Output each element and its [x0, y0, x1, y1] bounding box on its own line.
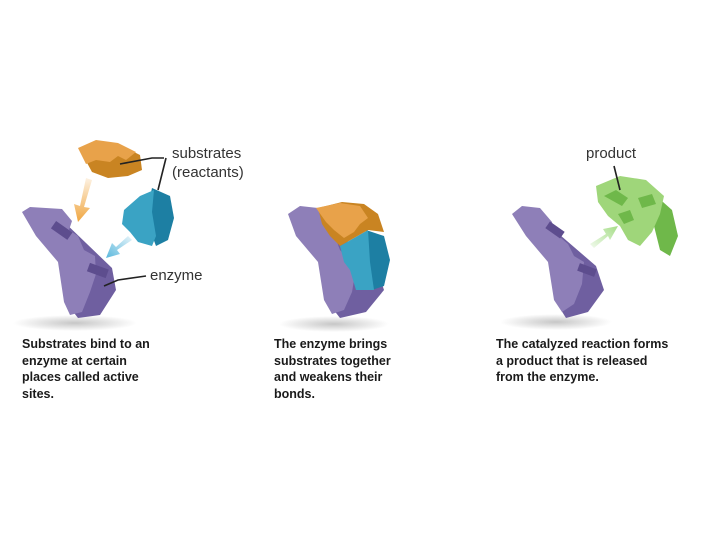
caption-step-3-line: from the enzyme.	[496, 370, 599, 384]
arrow-green-3	[590, 226, 618, 248]
label-reactants: (reactants)	[172, 164, 244, 181]
callout-product: product	[586, 145, 637, 191]
caption-step-1-line: Substrates bind to an	[22, 337, 150, 351]
arrow-blue-1	[106, 236, 132, 258]
caption-step-2: The enzyme brings substrates together an…	[274, 336, 484, 402]
caption-step-1-line: enzyme at certain	[22, 353, 127, 368]
caption-step-1-line: places called active	[22, 370, 139, 384]
shadow-3	[500, 314, 612, 330]
panel-3: product	[500, 145, 678, 330]
substrate-orange-1	[78, 140, 142, 178]
caption-step-2-line: bonds.	[274, 386, 315, 401]
caption-step-2-line: The enzyme brings	[274, 337, 388, 351]
caption-step-3-line: a product that is released	[496, 353, 648, 368]
substrate-blue-1	[122, 188, 174, 246]
caption-step-3: The catalyzed reaction forms a product t…	[496, 336, 711, 386]
caption-step-2-line: substrates together	[274, 353, 391, 368]
product-shape-3	[596, 176, 678, 256]
enzyme-shape-3	[512, 206, 604, 318]
arrow-orange-1	[74, 178, 92, 222]
label-enzyme: enzyme	[150, 267, 203, 284]
shadow-1	[13, 315, 137, 331]
caption-step-1-line: sites.	[22, 386, 54, 401]
panel-1: substrates (reactants) enzyme	[13, 140, 244, 331]
enzyme-shape-2	[288, 206, 384, 318]
caption-step-1: Substrates bind to an enzyme at certain …	[22, 336, 252, 402]
callout-substrates: substrates (reactants)	[119, 145, 244, 191]
enzyme-shape-1	[22, 207, 116, 318]
caption-step-3-line: The catalyzed reaction forms	[496, 337, 669, 351]
substrate-complex-2	[316, 202, 390, 290]
panel-2	[279, 202, 390, 332]
label-product: product	[586, 145, 637, 162]
callout-enzyme: enzyme	[103, 267, 203, 287]
label-substrates: substrates	[172, 145, 241, 162]
shadow-2	[279, 316, 389, 332]
caption-step-2-line: and weakens their	[274, 370, 383, 384]
